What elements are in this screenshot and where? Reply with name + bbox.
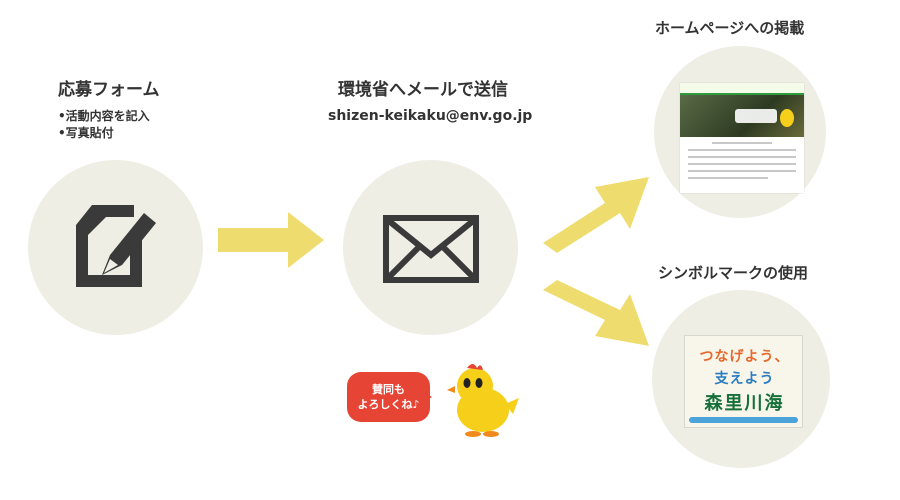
envelope-icon	[383, 215, 479, 283]
thumbnail-text-line	[688, 163, 796, 165]
thumbnail-hero-caption	[735, 109, 777, 123]
symbol-step-title: シンボルマークの使用	[658, 264, 809, 282]
speech-bubble-tail	[420, 390, 432, 404]
thumbnail-text-line	[688, 170, 796, 172]
thumbnail-text-line	[688, 149, 796, 151]
form-step-bullets: •活動内容を記入 •写真貼付	[58, 108, 150, 142]
symbol-mark-logo: つなげよう、 支えよう 森里川海	[684, 335, 803, 428]
logo-line-1: つなげよう、	[699, 349, 790, 365]
thumbnail-text-line	[688, 156, 796, 158]
form-step-bullet: •写真貼付	[58, 126, 114, 140]
chick-mascot-icon	[447, 364, 519, 437]
bubble-line: 賛同も	[372, 383, 405, 396]
arrow-mail-to-symbol	[543, 280, 649, 346]
thumbnail-mascot	[780, 109, 794, 127]
thumbnail-hero-photo	[680, 95, 804, 137]
thumbnail-text-line	[712, 142, 772, 144]
homepage-screenshot-thumbnail	[680, 83, 804, 193]
thumbnail-text-line	[688, 177, 768, 179]
bubble-line: よろしくね♪	[357, 398, 420, 411]
logo-wave-decoration	[689, 417, 798, 423]
logo-line-2: 支えよう	[714, 371, 775, 387]
logo-line-3: 森里川海	[704, 393, 785, 414]
form-step-circle	[28, 160, 203, 335]
mail-step-email: shizen-keikaku@env.go.jp	[328, 108, 533, 124]
form-step-title: 応募フォーム	[58, 80, 160, 100]
thumbnail-header-bar	[680, 83, 804, 95]
form-step-bullet: •活動内容を記入	[58, 109, 150, 123]
mascot-speech-bubble: 賛同も よろしくね♪	[347, 372, 430, 422]
edit-form-icon	[76, 205, 156, 287]
homepage-step-title: ホームページへの掲載	[655, 19, 805, 37]
arrow-mail-to-homepage	[543, 177, 649, 253]
mail-step-circle	[343, 160, 518, 335]
mail-step-title: 環境省へメールで送信	[338, 80, 508, 100]
arrow-form-to-mail	[218, 212, 324, 268]
